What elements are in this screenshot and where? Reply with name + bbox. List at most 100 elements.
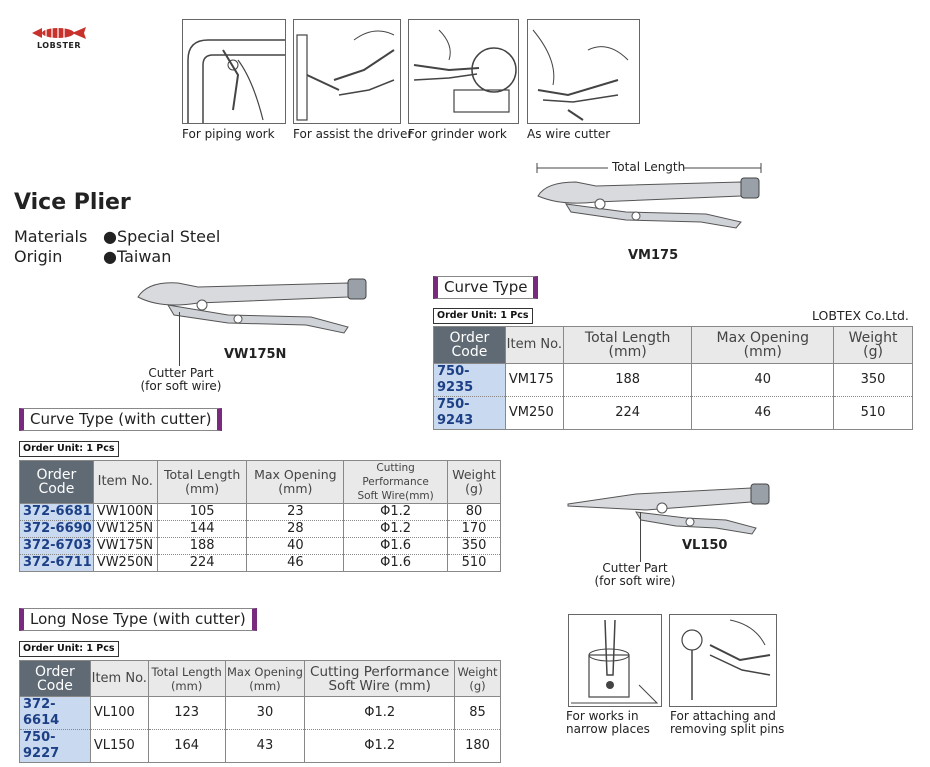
materials-value: ●Special Steel xyxy=(103,227,221,246)
vl-cutter-note-line2: (for soft wire) xyxy=(594,574,676,588)
table-row: 372-6614 VL100 123 30 Φ1.2 85 xyxy=(19,696,501,730)
vl-cutter-leader xyxy=(640,512,641,562)
dimension-line-icon xyxy=(536,163,762,173)
length-cell: 164 xyxy=(147,729,226,763)
usage-caption-split-pins: For attaching and removing split pins xyxy=(670,709,785,736)
weight-cell: 510 xyxy=(447,554,501,572)
usage-panel-piping xyxy=(182,19,286,124)
brand-name: LOBSTER xyxy=(36,41,82,50)
table-row: 750-9227 VL150 164 43 Φ1.2 180 xyxy=(19,729,501,763)
opening-cell: 23 xyxy=(246,503,345,521)
curve-cutter-order-unit: Order Unit: 1 Pcs xyxy=(19,441,119,457)
order-code-cell: 372-6681 xyxy=(19,503,94,521)
driver-assist-illustration-icon xyxy=(296,30,395,121)
cutting-cell: Φ1.2 xyxy=(304,696,455,730)
vl150-label: VL150 xyxy=(682,538,728,553)
header-weight: Weight(g) xyxy=(447,460,501,504)
header-total-length: Total Length(mm) xyxy=(147,660,226,697)
curve-type-heading: Curve Type xyxy=(433,276,539,299)
order-code-cell: 750-9243 xyxy=(433,396,506,430)
length-cell: 188 xyxy=(156,537,248,555)
header-total-length: Total Length(mm) xyxy=(562,326,693,364)
weight-cell: 350 xyxy=(833,363,913,397)
usage-panel-wire-cutter xyxy=(527,19,640,124)
vm175-image xyxy=(536,174,766,234)
item-no-cell: VM250 xyxy=(504,396,564,430)
opening-cell: 46 xyxy=(691,396,835,430)
usage-caption-wire-cutter: As wire cutter xyxy=(527,127,611,141)
vice-plier-icon xyxy=(537,177,760,229)
vw175n-label: VW175N xyxy=(224,347,287,362)
vice-plier-cutter-icon xyxy=(137,278,367,334)
vl-cutter-note: Cutter Part (for soft wire) xyxy=(585,562,685,588)
header-item-no: Item No. xyxy=(89,660,149,697)
product-title: Vice Plier xyxy=(14,190,131,215)
opening-cell: 30 xyxy=(224,696,306,730)
item-no-cell: VW250N xyxy=(92,554,158,572)
item-no-cell: VM175 xyxy=(504,363,564,397)
table-row: 372-6711 VW250N 224 46 Φ1.6 510 xyxy=(19,554,501,572)
grinder-illustration-icon xyxy=(413,29,517,113)
vm175-label: VM175 xyxy=(628,248,679,263)
brand-logo: LOBSTER xyxy=(28,24,90,54)
materials-label: Materials xyxy=(14,227,88,246)
total-length-label: Total Length xyxy=(612,160,686,174)
table-row: 372-6703 VW175N 188 40 Φ1.6 350 xyxy=(19,537,501,555)
order-code-cell: 372-6703 xyxy=(19,537,94,555)
item-no-cell: VW175N xyxy=(92,537,158,555)
vw175n-image xyxy=(136,275,368,337)
header-weight: Weight(g) xyxy=(833,326,913,364)
table-row: 372-6690 VW125N 144 28 Φ1.2 170 xyxy=(19,520,501,538)
weight-cell: 180 xyxy=(454,729,501,763)
origin-label: Origin xyxy=(14,247,63,266)
header-max-opening: Max Opening(mm) xyxy=(246,460,345,504)
usage-panel-narrow xyxy=(568,614,662,707)
header-max-opening: Max Opening(mm) xyxy=(224,660,306,697)
header-item-no: Item No. xyxy=(504,326,564,364)
cutting-cell: Φ1.6 xyxy=(343,537,448,555)
table-row: 372-6681 VW100N 105 23 Φ1.2 80 xyxy=(19,503,501,521)
vl-cutter-note-line1: Cutter Part xyxy=(602,561,668,575)
usage-panel-grinder xyxy=(408,19,519,124)
lobster-icon xyxy=(32,27,86,39)
weight-cell: 510 xyxy=(833,396,913,430)
total-length-dimension xyxy=(536,160,762,174)
length-cell: 224 xyxy=(156,554,248,572)
cutting-cell: Φ1.2 xyxy=(304,729,455,763)
opening-cell: 40 xyxy=(246,537,345,555)
header-item-no: Item No. xyxy=(92,460,158,504)
curve-cutter-heading: Curve Type (with cutter) xyxy=(19,408,223,431)
weight-cell: 350 xyxy=(447,537,501,555)
order-code-cell: 372-6711 xyxy=(19,554,94,572)
long-nose-order-unit: Order Unit: 1 Pcs xyxy=(19,641,119,657)
cutting-cell: Φ1.6 xyxy=(343,554,448,572)
table-row: 750-9243 VM250 224 46 510 xyxy=(433,396,913,430)
length-cell: 144 xyxy=(156,520,248,538)
long-nose-heading: Long Nose Type (with cutter) xyxy=(19,608,257,631)
company-name: LOBTEX Co.Ltd. xyxy=(812,308,909,323)
item-no-cell: VL100 xyxy=(89,696,149,730)
vw-cutter-leader xyxy=(179,312,180,366)
opening-cell: 40 xyxy=(691,363,835,397)
header-max-opening: Max Opening(mm) xyxy=(691,326,835,364)
header-weight: Weight(g) xyxy=(454,660,501,697)
narrow-places-illustration-icon xyxy=(571,619,659,704)
opening-cell: 28 xyxy=(246,520,345,538)
long-nose-plier-icon xyxy=(567,483,770,535)
usage-caption-piping: For piping work xyxy=(182,127,275,141)
order-code-cell: 372-6690 xyxy=(19,520,94,538)
order-code-cell: 750-9227 xyxy=(19,729,91,763)
origin-value: ●Taiwan xyxy=(103,247,172,266)
usage-caption-grinder: For grinder work xyxy=(408,127,507,141)
